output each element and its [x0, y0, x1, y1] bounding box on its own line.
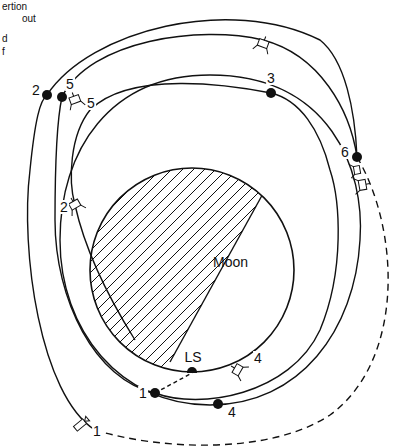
callout-number: 4	[253, 351, 263, 365]
moon-outline	[89, 167, 295, 373]
callout-number: 2	[59, 200, 69, 214]
callout-number: 4	[227, 405, 237, 419]
moon-circle: Moon	[89, 167, 295, 373]
callout-number: 1	[92, 424, 102, 438]
spacecraft-icons	[64, 34, 371, 431]
callout-number: 5	[86, 96, 96, 110]
moon-label: Moon	[213, 255, 248, 269]
caption-fragment: ertion	[2, 2, 27, 12]
callout-number: 1	[138, 386, 148, 400]
callout-number: 6	[340, 145, 350, 159]
outer-orbit	[28, 20, 357, 430]
caption-fragment: f	[2, 47, 5, 57]
csm-orbit	[60, 75, 360, 405]
callout-number: 3	[266, 71, 276, 85]
position-dots	[42, 88, 362, 409]
caption-fragment: out	[22, 14, 36, 24]
callout-number: 5	[65, 77, 75, 91]
callout-number: LS	[183, 350, 202, 364]
lm-inner-orbit	[71, 83, 338, 399]
ascent-line	[155, 373, 192, 393]
callout-number: 2	[31, 83, 41, 97]
lm-orbit	[55, 35, 357, 393]
caption-fragment: d	[2, 34, 8, 44]
